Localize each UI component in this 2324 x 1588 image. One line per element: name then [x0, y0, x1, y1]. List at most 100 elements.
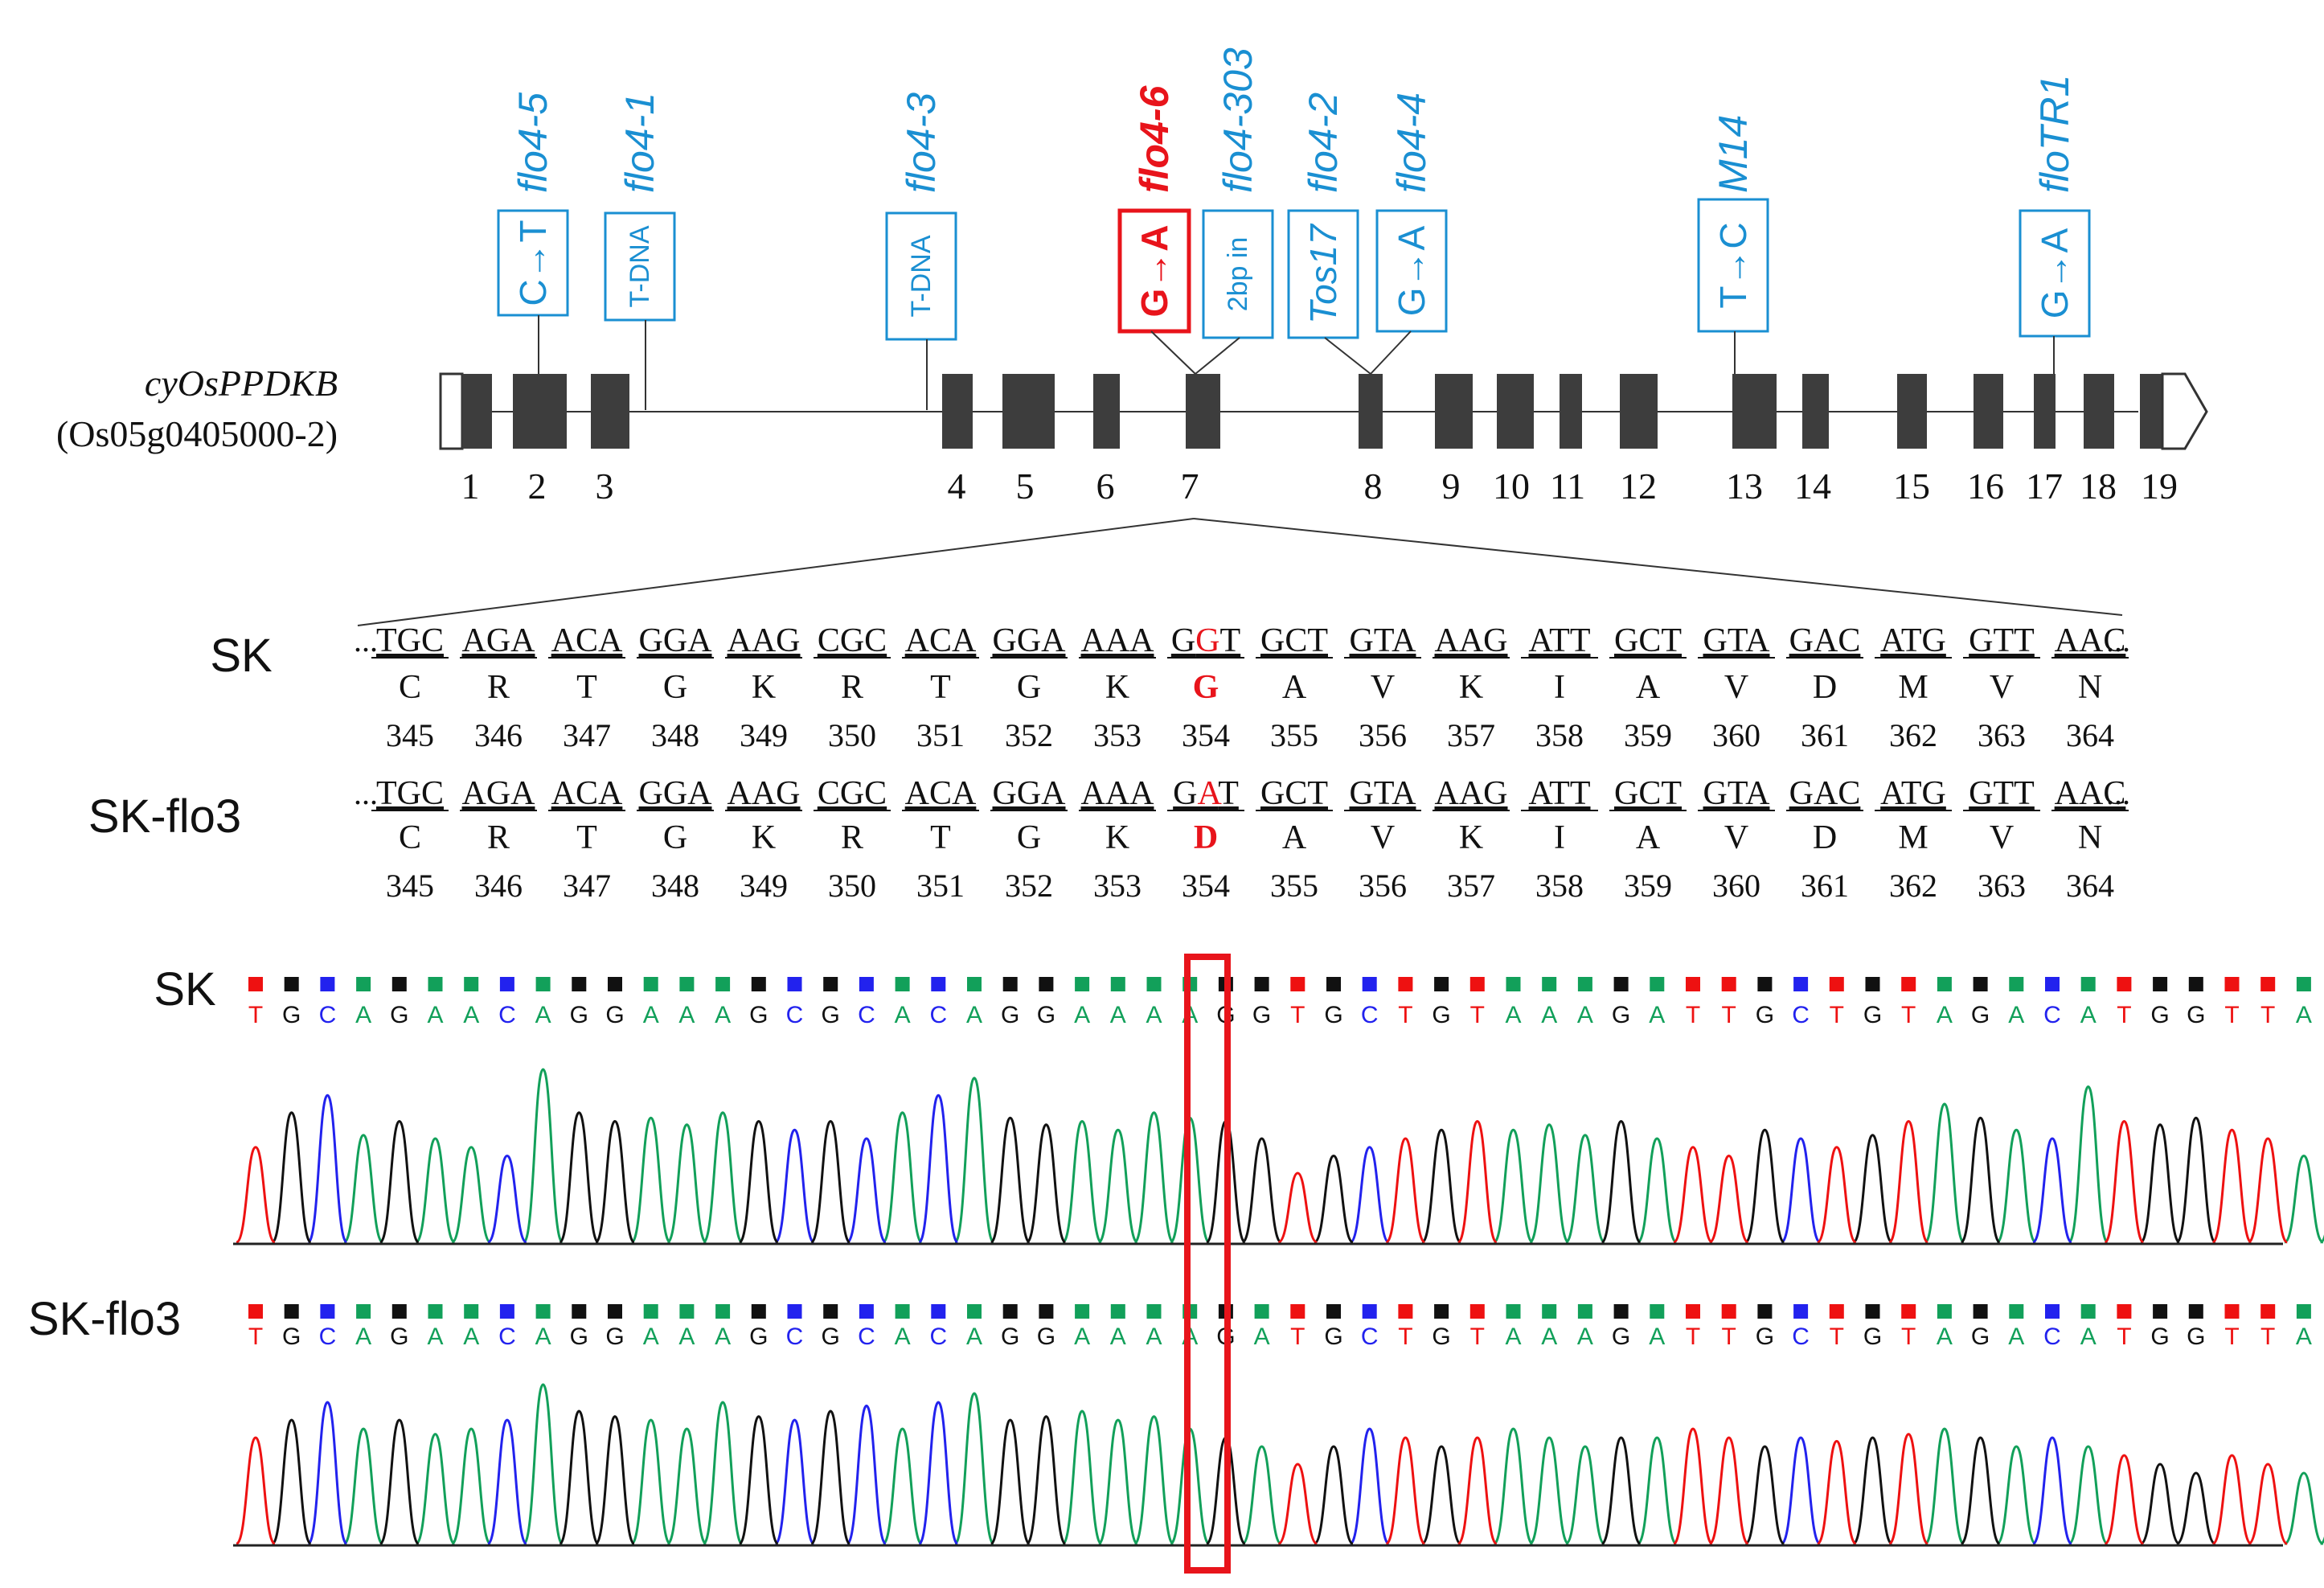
- zoom-lines: [357, 518, 2123, 626]
- mutation-box: [1287, 209, 1359, 339]
- base-call: T: [1470, 1323, 1485, 1350]
- residue-position: 350: [828, 717, 876, 753]
- quality-square: [1326, 977, 1341, 991]
- quality-square: [2224, 977, 2240, 991]
- base-call: T: [1398, 1002, 1412, 1028]
- exon-19: [2140, 374, 2162, 449]
- quality-square: [967, 977, 982, 991]
- base-call: T: [1901, 1323, 1916, 1350]
- base-call: G: [749, 1002, 768, 1028]
- quality-square: [284, 1304, 299, 1319]
- exon-15: [1897, 374, 1927, 449]
- mutation-highlight-box: [1184, 954, 1231, 1574]
- base-call: A: [1110, 1323, 1126, 1350]
- base-call: G: [1001, 1002, 1019, 1028]
- base-call: A: [2080, 1323, 2097, 1350]
- residue-position: 355: [1270, 868, 1318, 904]
- codon: GGA: [993, 775, 1067, 812]
- base-call: A: [1649, 1323, 1665, 1350]
- codon: GGA: [639, 775, 713, 812]
- residue-position: 346: [474, 868, 523, 904]
- exon-number: 4: [948, 466, 966, 507]
- utr-5prime: [439, 372, 464, 450]
- quality-square: [2188, 1304, 2203, 1319]
- base-call: T: [1290, 1002, 1305, 1028]
- trace-G: [271, 1111, 2217, 1244]
- exon-6: [1093, 374, 1120, 449]
- base-call: A: [1146, 1002, 1162, 1028]
- quality-square: [1469, 977, 1485, 991]
- base-call: C: [1361, 1002, 1379, 1028]
- mutant-name-label: M14: [1711, 115, 1756, 193]
- codon: ACA: [905, 775, 977, 812]
- exon-number: 16: [1967, 466, 2004, 507]
- chromatogram-label: SK-flo3: [28, 1293, 181, 1345]
- quality-square: [320, 1304, 335, 1319]
- quality-square: [715, 977, 731, 991]
- codon: GTT: [1969, 622, 2035, 659]
- base-call: G: [1971, 1002, 1990, 1028]
- quality-square: [1542, 1304, 1557, 1319]
- quality-square: [2117, 1304, 2132, 1319]
- exon-11: [1560, 374, 1582, 449]
- alignment-row-2: SK-flo3......TGCC345AGAR346ACAT347GGAG34…: [88, 775, 2130, 904]
- base-call: G: [1863, 1002, 1882, 1028]
- residue-position: 362: [1889, 868, 1937, 904]
- base-call: C: [2043, 1002, 2061, 1028]
- base-call: A: [2080, 1002, 2097, 1028]
- mutant-name-label: flo4-5: [510, 92, 555, 193]
- ellipsis-left: ...: [354, 622, 378, 659]
- quality-square: [2296, 1304, 2311, 1319]
- base-call: C: [2043, 1323, 2061, 1350]
- base-call: A: [2296, 1323, 2312, 1350]
- quality-square: [2224, 1304, 2240, 1319]
- quality-square: [859, 1304, 874, 1319]
- residue-position: 353: [1093, 868, 1142, 904]
- base-call: A: [715, 1323, 731, 1350]
- base-call: G: [390, 1002, 408, 1028]
- ellipsis-right: ...: [2106, 775, 2130, 811]
- residue-position: 357: [1447, 717, 1495, 753]
- amino-acid: G: [1017, 819, 1041, 856]
- quality-square: [2117, 977, 2132, 991]
- base-call: T: [2224, 1002, 2239, 1028]
- amino-acid: R: [841, 669, 863, 706]
- residue-position: 358: [1535, 717, 1584, 753]
- base-call: G: [282, 1002, 301, 1028]
- base-call: G: [2150, 1002, 2169, 1028]
- amino-acid: N: [2078, 669, 2102, 706]
- mutant-name-label: flo4-6: [1132, 84, 1177, 193]
- residue-position: 357: [1447, 868, 1495, 904]
- base-call: A: [643, 1323, 659, 1350]
- amino-acid: K: [752, 819, 776, 856]
- amino-acid: V: [1724, 669, 1748, 706]
- base-call: G: [2187, 1002, 2205, 1028]
- base-call: A: [966, 1002, 982, 1028]
- codon: GCT: [1614, 775, 1682, 812]
- residue-position: 358: [1535, 868, 1584, 904]
- mutant-name-label: flo4-3: [899, 92, 944, 193]
- amino-acid: D: [1813, 819, 1837, 856]
- base-call: A: [355, 1002, 371, 1028]
- mutant-name-label: flo4-303: [1215, 47, 1260, 193]
- residue-position: 364: [2066, 717, 2114, 753]
- quality-square: [1469, 1304, 1485, 1319]
- amino-acid: V: [1724, 819, 1748, 856]
- trace-C: [306, 1401, 2073, 1545]
- quality-square: [1937, 1304, 1952, 1319]
- quality-square: [823, 977, 838, 991]
- base-call: T: [1398, 1323, 1412, 1350]
- quality-square: [1542, 977, 1557, 991]
- quality-square: [1613, 977, 1629, 991]
- mutation-type-label: T→C: [1712, 222, 1754, 308]
- codon: ACA: [551, 775, 623, 812]
- codon: GGA: [993, 622, 1067, 659]
- quality-square: [679, 977, 695, 991]
- exon-18: [2084, 374, 2114, 449]
- quality-square: [1757, 977, 1773, 991]
- base-call: C: [858, 1002, 875, 1028]
- residue-position: 349: [740, 717, 788, 753]
